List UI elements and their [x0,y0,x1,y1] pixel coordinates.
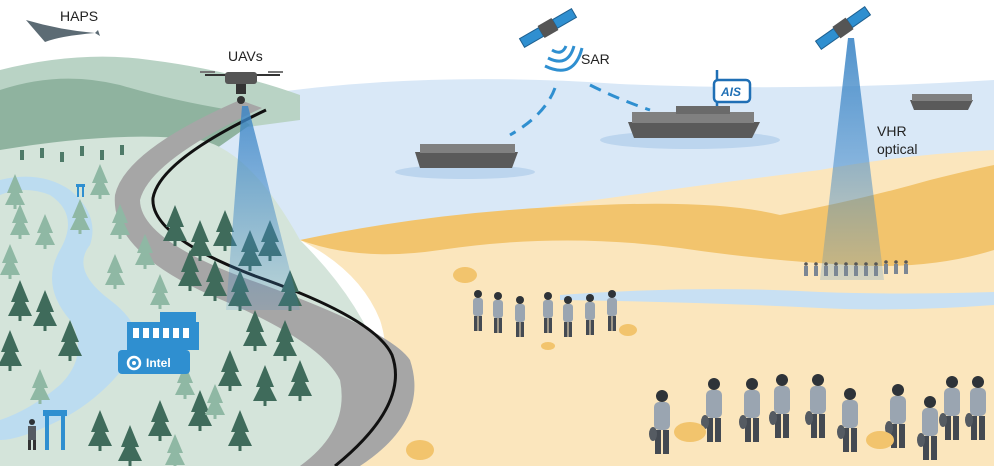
sea [170,79,994,240]
sar-link-left [509,87,557,137]
shore-water [560,289,994,310]
intel-label: Intel [146,356,171,370]
ais-antenna-icon [712,70,752,106]
boat-left [395,144,535,179]
ais-label: AIS [720,85,741,99]
dune [300,165,994,266]
sar-link-right [589,83,651,112]
intel-building [118,312,199,374]
sar-label: SAR [581,51,610,67]
river [0,176,137,440]
sar-signal-waves [544,45,584,72]
satellite-vhr-icon [814,6,872,50]
guard-post [43,410,67,450]
road [114,100,415,466]
uav-sensor-beam [226,106,300,310]
hill-trees [20,145,124,162]
gear-icon [126,355,142,371]
vhr-label-line2: optical [877,141,917,157]
border-guard [28,419,36,450]
bushes [406,267,894,460]
uav-drone-icon [200,71,283,104]
vhr-label-line1: VHR [877,123,907,139]
boat-right [910,94,973,110]
uavs-label: UAVs [228,48,263,64]
haps-aircraft-icon [26,20,100,42]
haps-label: HAPS [60,8,98,24]
satellite-sar-icon [518,7,578,49]
vhr-sensor-beam [820,38,884,280]
boat-center [600,106,780,149]
hill-post [76,184,85,197]
